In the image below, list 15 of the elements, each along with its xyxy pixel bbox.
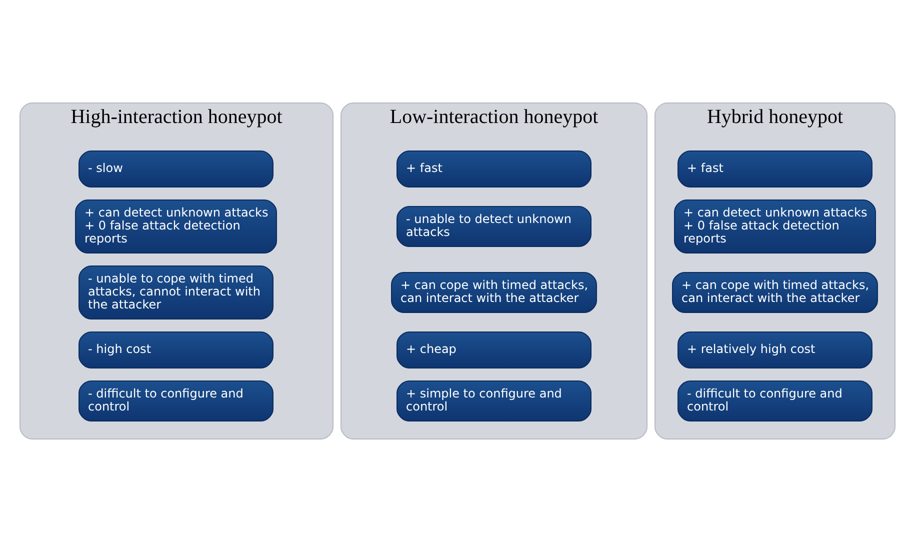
node-box: - difficult to configure and control	[678, 380, 872, 421]
node-box: + can detect unknown attacks + 0 false attack detection reports	[75, 199, 277, 253]
node-box: - slow	[78, 150, 274, 187]
node-box: + cheap	[396, 331, 592, 368]
node-box: + fast	[396, 150, 592, 187]
node-box: + can detect unknown attacks + 0 false attack detection reports	[674, 199, 876, 253]
node-box: + relatively high cost	[678, 331, 872, 368]
node-box: - high cost	[78, 331, 274, 368]
node-box: + fast	[678, 150, 872, 187]
node-box: - difficult to configure and control	[78, 380, 274, 421]
node-box: + can cope with timed attacks, can interact with the attacker	[672, 272, 878, 312]
node-box: + simple to configure and control	[396, 380, 592, 421]
node-box: - unable to cope with timed attacks, cannot interact with the attacker	[78, 265, 274, 319]
node-box: - unable to detect unknown attacks	[396, 206, 592, 246]
node-box: + can cope with timed attacks, can interact with the attacker	[391, 272, 597, 312]
